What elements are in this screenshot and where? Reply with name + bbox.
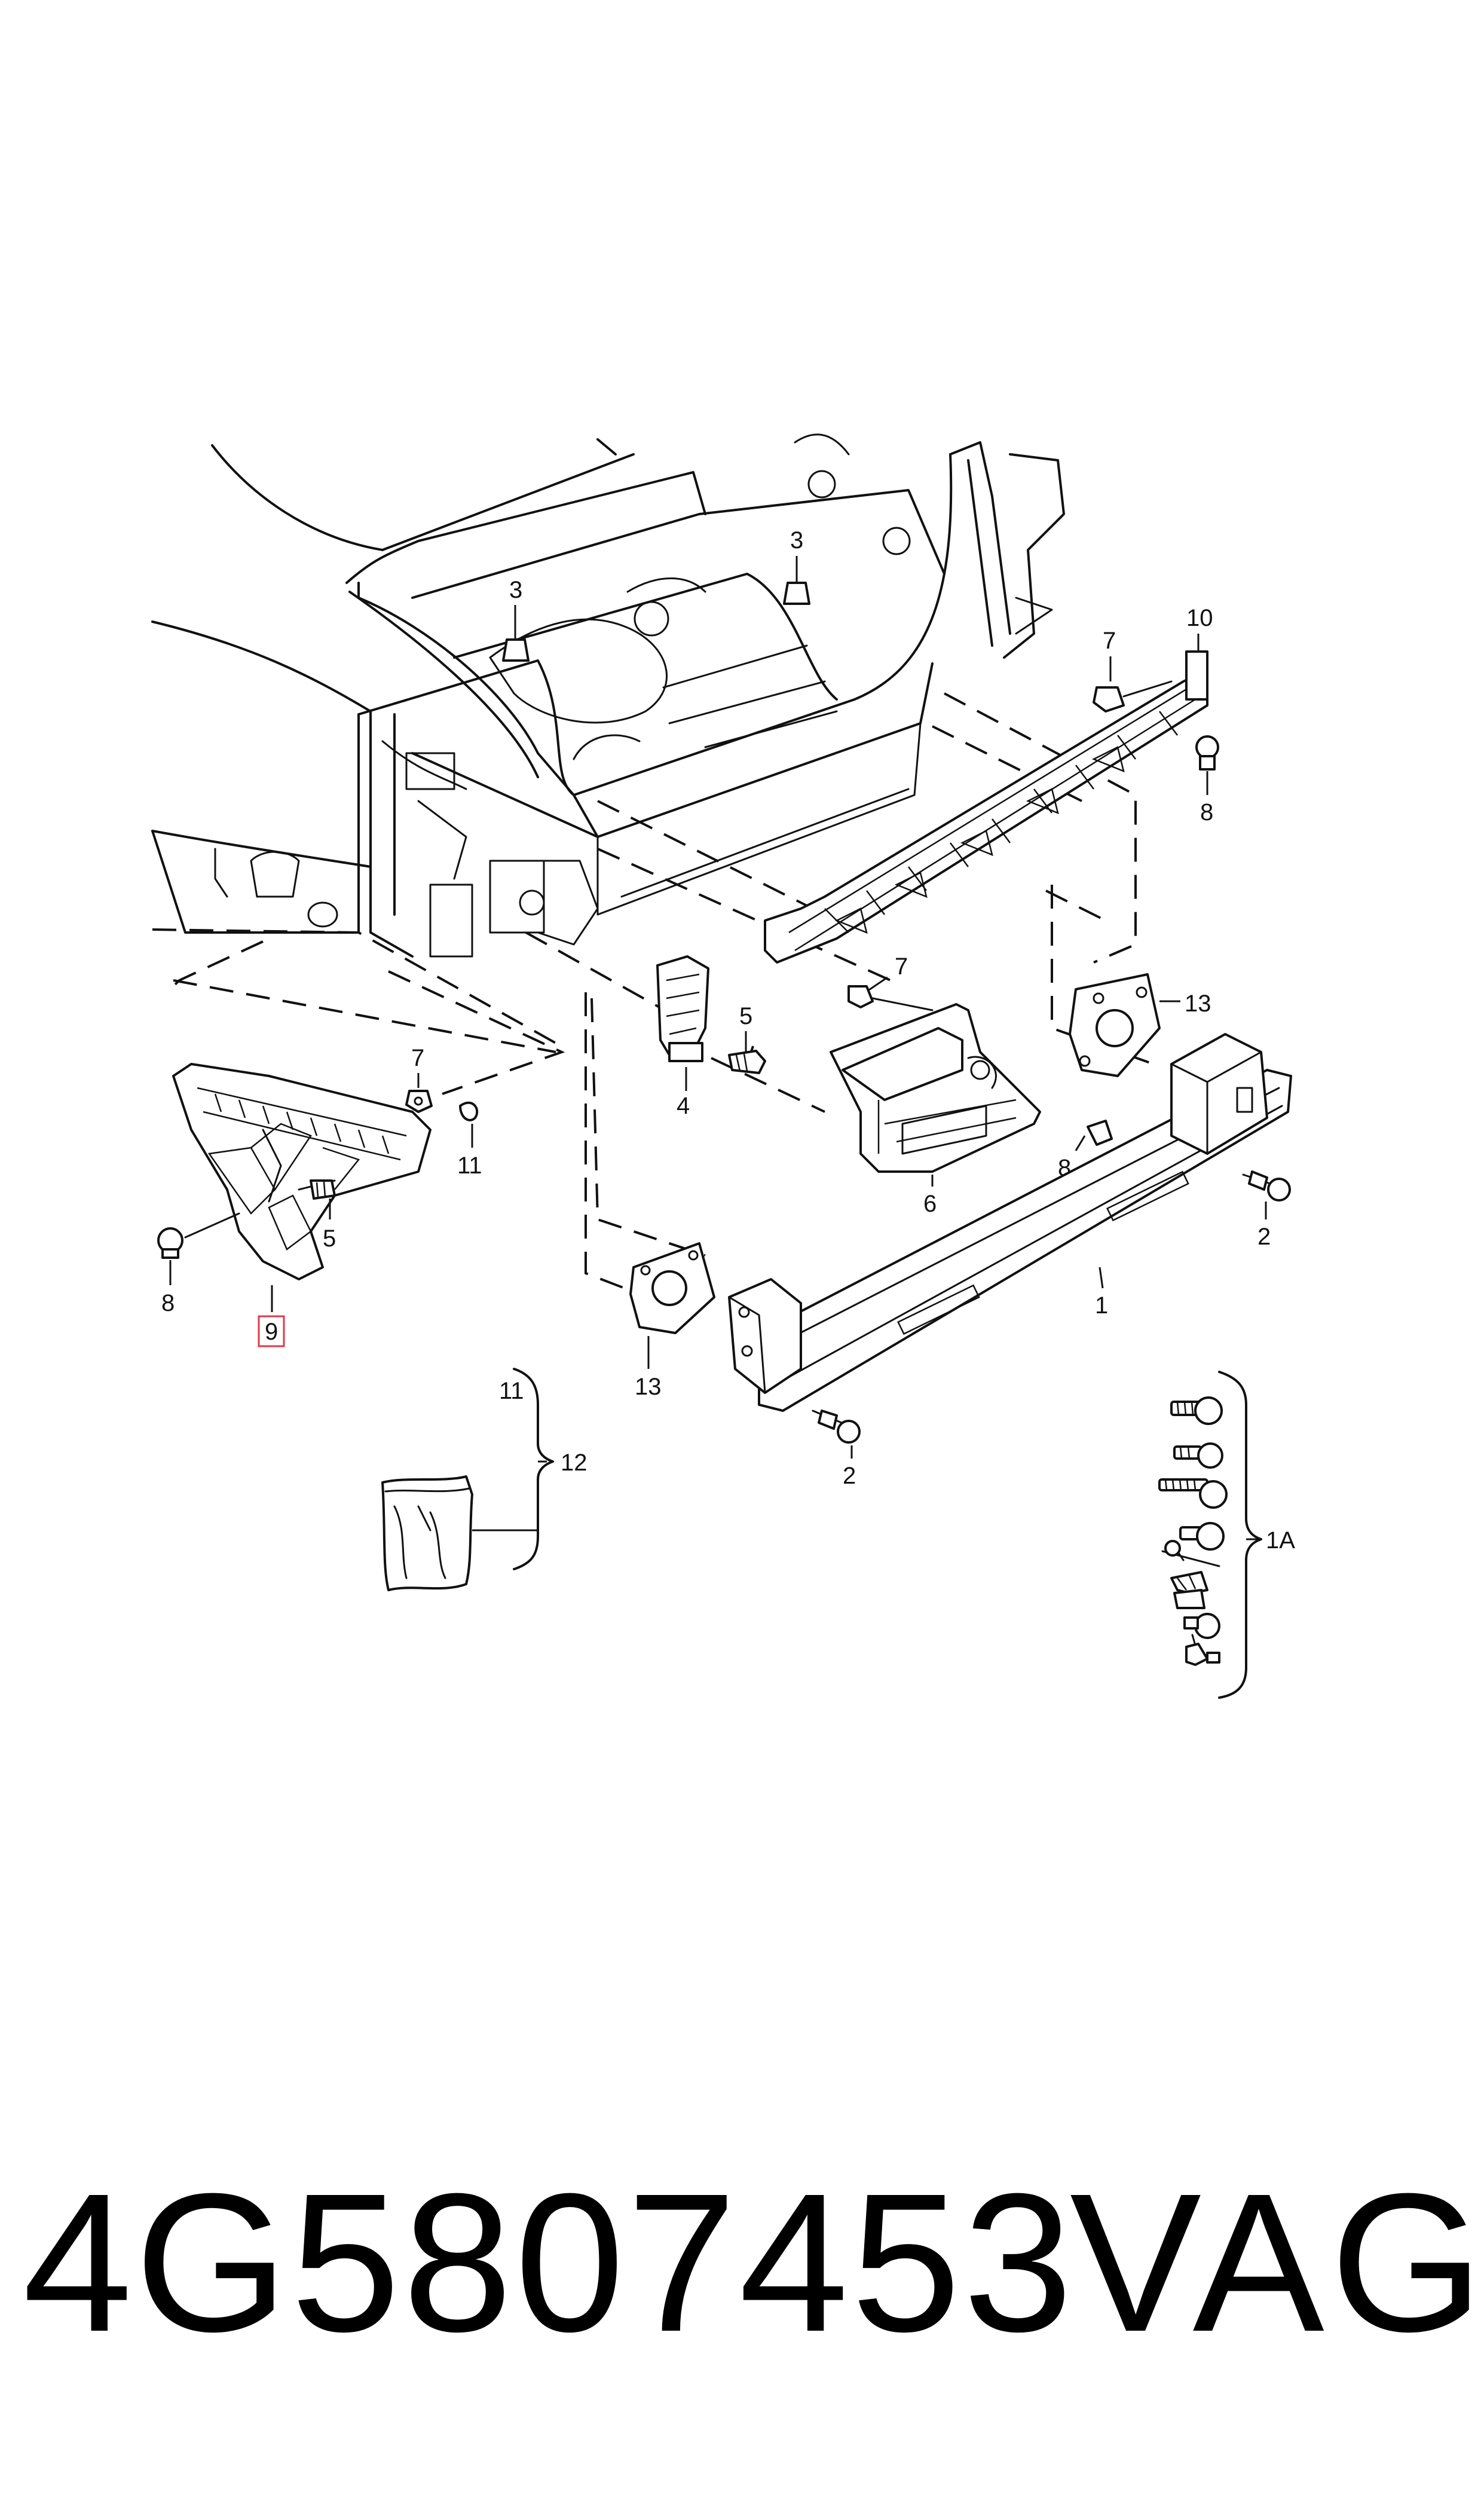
callout-8-upper: 8	[1200, 799, 1213, 826]
callout-5-center: 5	[739, 1003, 752, 1029]
part-2-bolt-right: 2	[1242, 1170, 1291, 1250]
callout-4: 4	[677, 1093, 690, 1119]
brand-name: VAG	[1070, 2152, 1484, 2373]
callout-6: 6	[923, 1191, 937, 1217]
callout-2-right: 2	[1257, 1224, 1271, 1250]
callout-2-left: 2	[843, 1463, 856, 1489]
callout-13-right: 13	[1185, 990, 1211, 1017]
part-8-upper-right: 8	[1195, 735, 1219, 826]
callout-13-left: 13	[635, 1374, 662, 1400]
car-body-rear	[151, 433, 1065, 958]
part-number: 4G5807453	[23, 2152, 1075, 2373]
callout-7-center: 7	[895, 953, 908, 980]
callout-3-right: 3	[790, 527, 803, 554]
part-1-bumper-beam: 1	[728, 1033, 1292, 1412]
part-5-bolt-left: 5	[298, 1179, 336, 1252]
callout-11-kit: 11	[499, 1378, 524, 1404]
part-12-kit-group: 11 12	[381, 1368, 588, 1591]
part-1a-hardware-group: 1A	[1158, 1371, 1295, 1699]
part-2-bolt-left: 2	[812, 1410, 861, 1489]
part-13-right-plate: 13	[1069, 973, 1211, 1077]
callout-9: 9	[265, 1319, 278, 1345]
callout-10: 10	[1186, 605, 1213, 631]
part-7-center: 7	[847, 953, 934, 1011]
callout-1a: 1A	[1266, 1527, 1295, 1554]
callout-8-left: 8	[161, 1290, 175, 1316]
callout-12: 12	[561, 1450, 588, 1476]
part-9-side-bracket: 9	[172, 1063, 432, 1347]
fastener-3-right: 3	[783, 527, 810, 605]
part-13-left-plate: 13	[629, 1242, 715, 1400]
part-11-clip-left: 11	[457, 1101, 482, 1179]
callout-11-left: 11	[457, 1152, 482, 1179]
part-8-center: 8	[1058, 1120, 1113, 1181]
part-8-left: 8	[157, 1212, 240, 1316]
part-6-mount: 6	[830, 1003, 1041, 1217]
part-10-crossmember: 10	[764, 605, 1213, 964]
callout-3-left: 3	[509, 577, 522, 603]
callout-5-left: 5	[323, 1225, 336, 1252]
callout-7-upper: 7	[1103, 628, 1116, 654]
callout-1: 1	[1095, 1292, 1108, 1319]
part-9-highlight-box	[258, 1315, 285, 1347]
part-7-left: 7	[405, 1045, 433, 1113]
callout-7-left: 7	[411, 1045, 424, 1071]
part-4-bracket: 4	[656, 955, 709, 1119]
part-5-bolt-center: 5	[728, 1003, 766, 1074]
assembly-guide-lines	[152, 692, 1154, 1304]
part-7-upper-right: 7	[1093, 628, 1173, 713]
fastener-3-left: 3	[502, 577, 530, 662]
